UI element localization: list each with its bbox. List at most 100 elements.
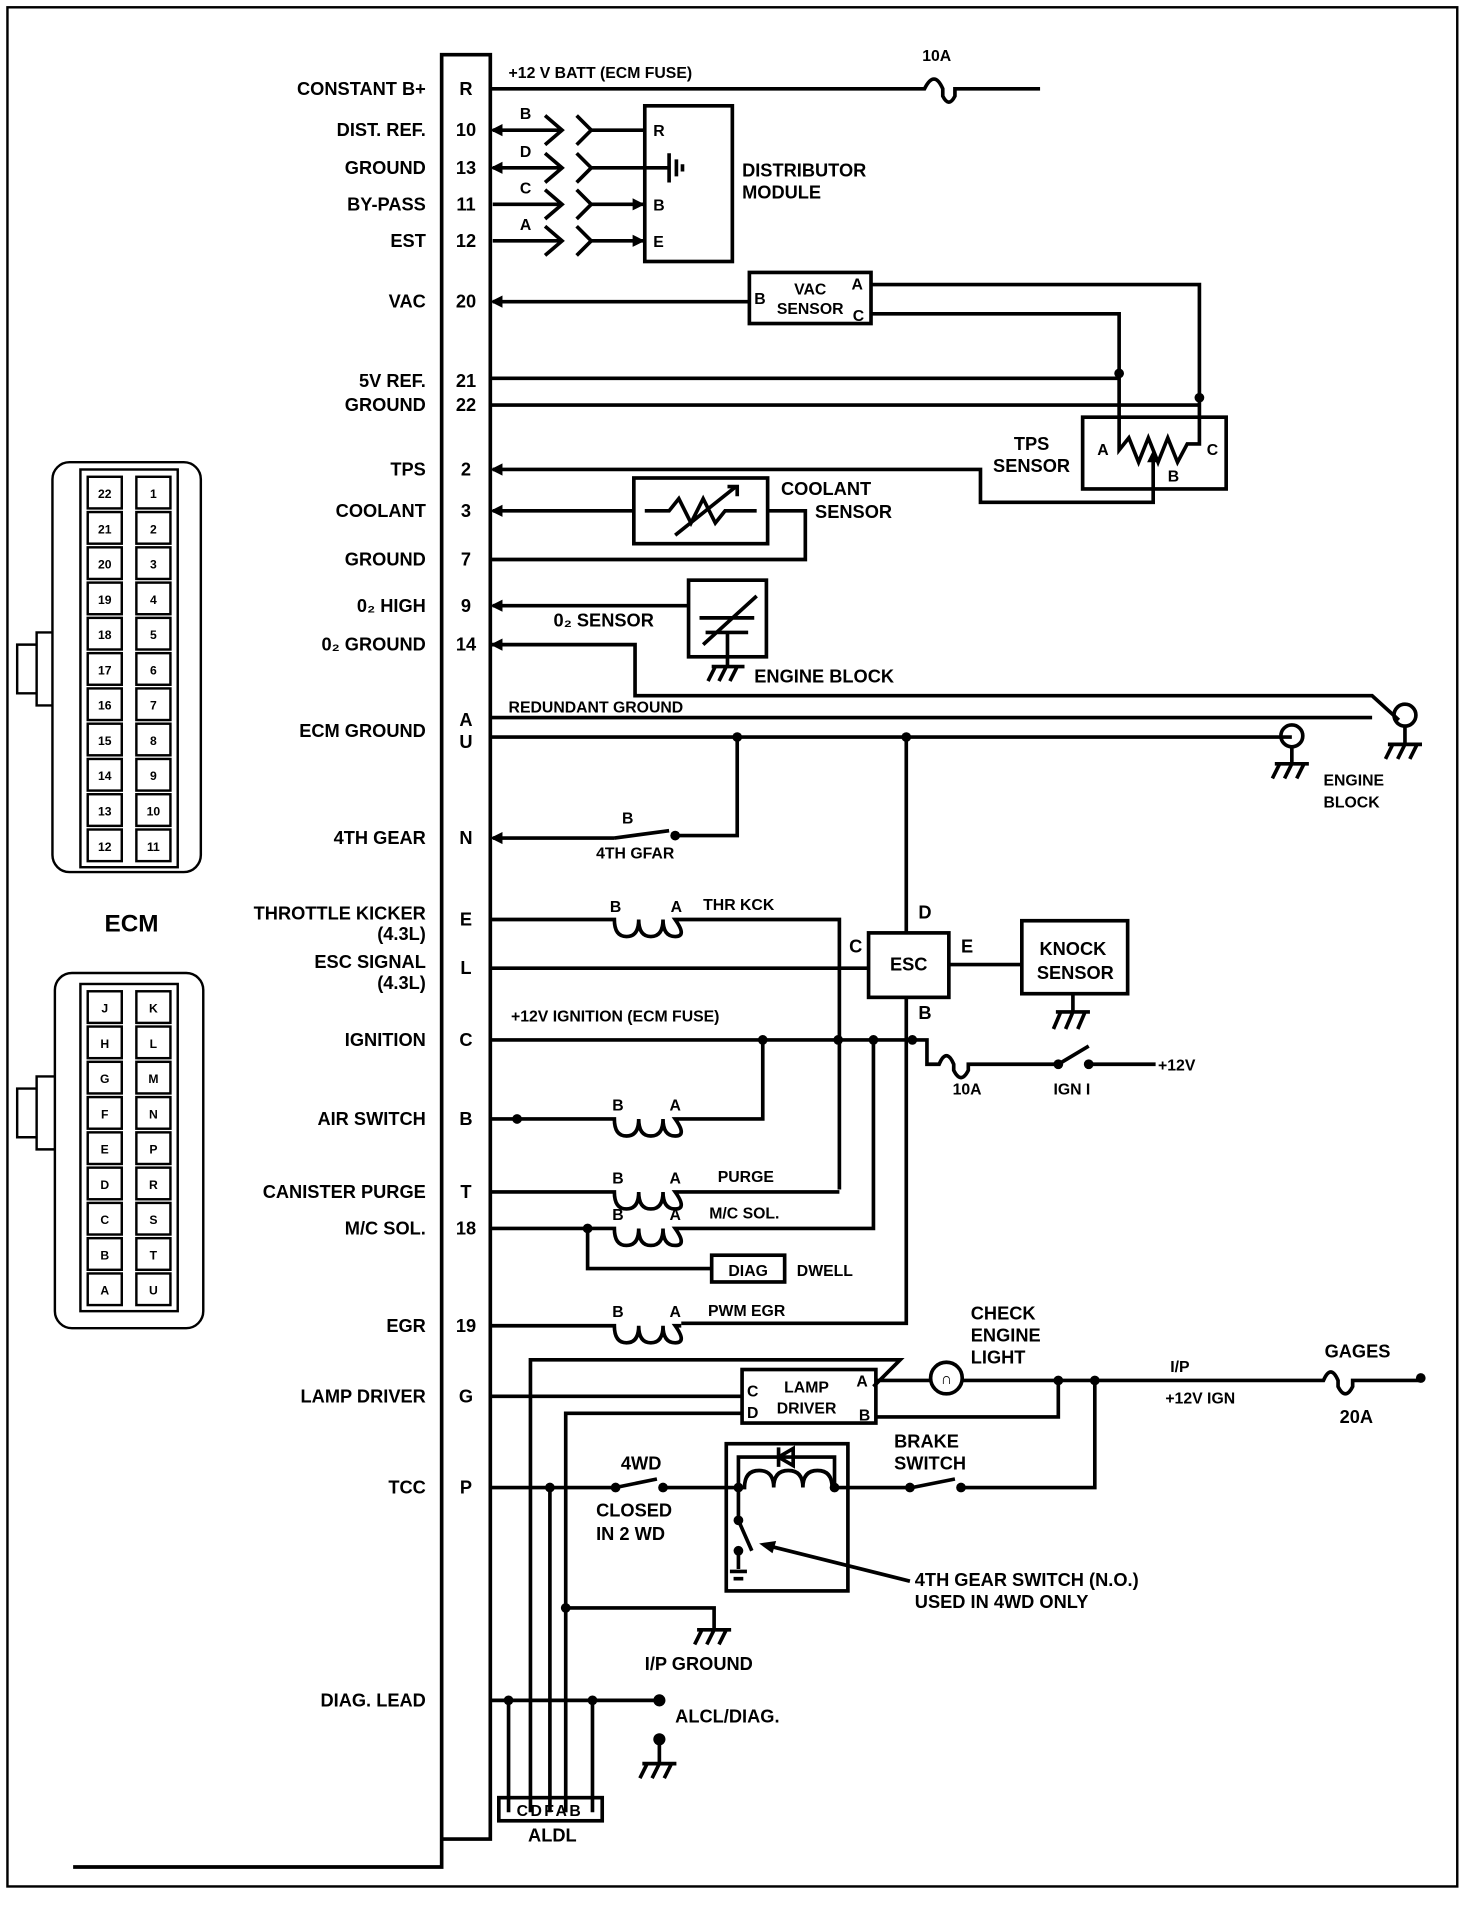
cavity-label: 7 (150, 699, 157, 713)
engine-block-ground-2 (1392, 702, 1418, 728)
ecm-pin-number: 12 (456, 230, 476, 251)
ip-label: I/P (1170, 1359, 1189, 1376)
connector-cavity (86, 510, 123, 545)
diag-label: DIAG (728, 1263, 768, 1280)
purge-wire (490, 1190, 840, 1211)
diag-dwell-connector[interactable] (709, 1253, 787, 1284)
distributor-label-2: MODULE (742, 181, 821, 202)
ecm-pin-number: U (459, 731, 472, 752)
connector-cavity (135, 1025, 172, 1060)
diagram-frame (6, 6, 1459, 1888)
4th-gear-switch-label-note-2: USED IN 4WD ONLY (915, 1591, 1089, 1612)
connector-cavity (86, 581, 123, 616)
cavity-label: A (100, 1284, 109, 1298)
cavity-label: 18 (98, 628, 112, 642)
ecm-label: ECM (104, 911, 158, 938)
connector-cavity (135, 651, 172, 686)
ecm-pin-number: L (460, 957, 471, 978)
ecm-pin-column (73, 52, 493, 1869)
connector-cavity (86, 1095, 123, 1130)
connector-cavity (135, 1060, 172, 1095)
ecm-pin-label: LAMP DRIVER (301, 1385, 426, 1406)
dist-pin-e: E (653, 234, 664, 251)
connector-cavity (86, 616, 123, 651)
dist-wire-d: D (520, 144, 531, 161)
ecm-pin-label: GROUND (345, 394, 426, 415)
cavity-label: 20 (98, 558, 112, 572)
lamp-pin-c: C (747, 1383, 758, 1400)
vac-sensor (747, 270, 873, 326)
cavity-label: 13 (98, 805, 112, 819)
plus12v-label: +12V (1158, 1057, 1196, 1074)
lamp-driver-label-2: DRIVER (777, 1400, 837, 1417)
cavity-label: E (101, 1143, 109, 1157)
aldl-connector[interactable] (497, 1795, 605, 1823)
ecm-pin-label: 5V REF. (359, 370, 426, 391)
engine-block-label-2: BLOCK (1323, 795, 1380, 812)
esc-pin-b: B (918, 1002, 931, 1023)
ecm-pin-number: B (459, 1108, 472, 1129)
connector-cavity (135, 510, 172, 545)
ecm-ground-wire (490, 715, 1373, 739)
connector-cavity (135, 1201, 172, 1236)
connector-cavity (135, 475, 172, 510)
fuse-10a-label: 10A (922, 48, 951, 65)
pwm-egr-label: PWM EGR (708, 1303, 786, 1320)
cavity-label: K (149, 1002, 158, 1016)
vac-label-2: SENSOR (777, 301, 844, 318)
ecm-pin-label: DIST. REF. (337, 119, 426, 140)
ecm-pin-label: ESC SIGNAL (314, 951, 425, 972)
coolant-label-2: SENSOR (815, 501, 892, 522)
ignition-wire (490, 1038, 1156, 1080)
cavity-label: 8 (150, 734, 157, 748)
cavity-label: 11 (147, 840, 160, 854)
dwell-label: DWELL (797, 1263, 854, 1280)
ecm-pin-label: EST (390, 230, 425, 251)
ecm-pin-label: BY-PASS (347, 193, 426, 214)
mc-pin-b: B (612, 1207, 623, 1224)
ecm-pin-number: 7 (461, 549, 471, 570)
4wd-label: 4WD (621, 1452, 662, 1473)
dist-pin-b: B (653, 197, 664, 214)
vac-pin-a: A (852, 276, 863, 293)
coolant-label: COOLANT (781, 478, 871, 499)
mc-pin-a: A (669, 1207, 680, 1224)
connector-cavity (135, 828, 172, 863)
pointer-arrow (763, 1542, 911, 1583)
ecm-pin-label: 4TH GEAR (334, 827, 426, 848)
cavity-label: 10 (147, 805, 161, 819)
brake-switch-label-2: SWITCH (894, 1452, 966, 1473)
cavity-label: 15 (98, 734, 112, 748)
cavity-label: 17 (98, 663, 112, 677)
tps-pin-c: C (1207, 442, 1218, 459)
4th-gear-wire (492, 737, 740, 840)
ecm-pin-number: 14 (456, 634, 477, 655)
connector-cavity (86, 990, 123, 1025)
ecm-pin-number: G (459, 1385, 473, 1406)
cavity-label: 3 (150, 558, 157, 572)
relay-diode (736, 1445, 837, 1488)
mc-sol-wire (490, 1039, 876, 1271)
cavity-label: L (150, 1037, 158, 1051)
ecm-pin-number: 13 (456, 157, 476, 178)
connector-cavity (86, 1060, 123, 1095)
connector-cavity (135, 722, 172, 757)
lamp-pin-d: D (747, 1405, 758, 1422)
connector-cavity (86, 1272, 123, 1307)
thr-kck-label: THR KCK (703, 897, 775, 914)
dist-wire-a: A (520, 217, 531, 234)
connector-cavity (86, 757, 123, 792)
egr-pin-a: A (669, 1304, 680, 1321)
diag-lead-wire (490, 1698, 677, 1813)
lamp-glyph: ∩ (941, 1371, 952, 1388)
batt-label: +12 V BATT (ECM FUSE) (509, 65, 693, 82)
cavity-label: 2 (150, 522, 157, 536)
cavity-label: P (149, 1143, 157, 1157)
esc-pin-c: C (849, 935, 862, 956)
knock-sensor-label-2: SENSOR (1037, 962, 1114, 983)
tcc-relay (724, 1441, 850, 1593)
connector-cavity (86, 793, 123, 828)
lamp-driver (740, 1367, 878, 1425)
4th-gear-switch-label-note: 4TH GEAR SWITCH (N.O.) (915, 1569, 1139, 1590)
